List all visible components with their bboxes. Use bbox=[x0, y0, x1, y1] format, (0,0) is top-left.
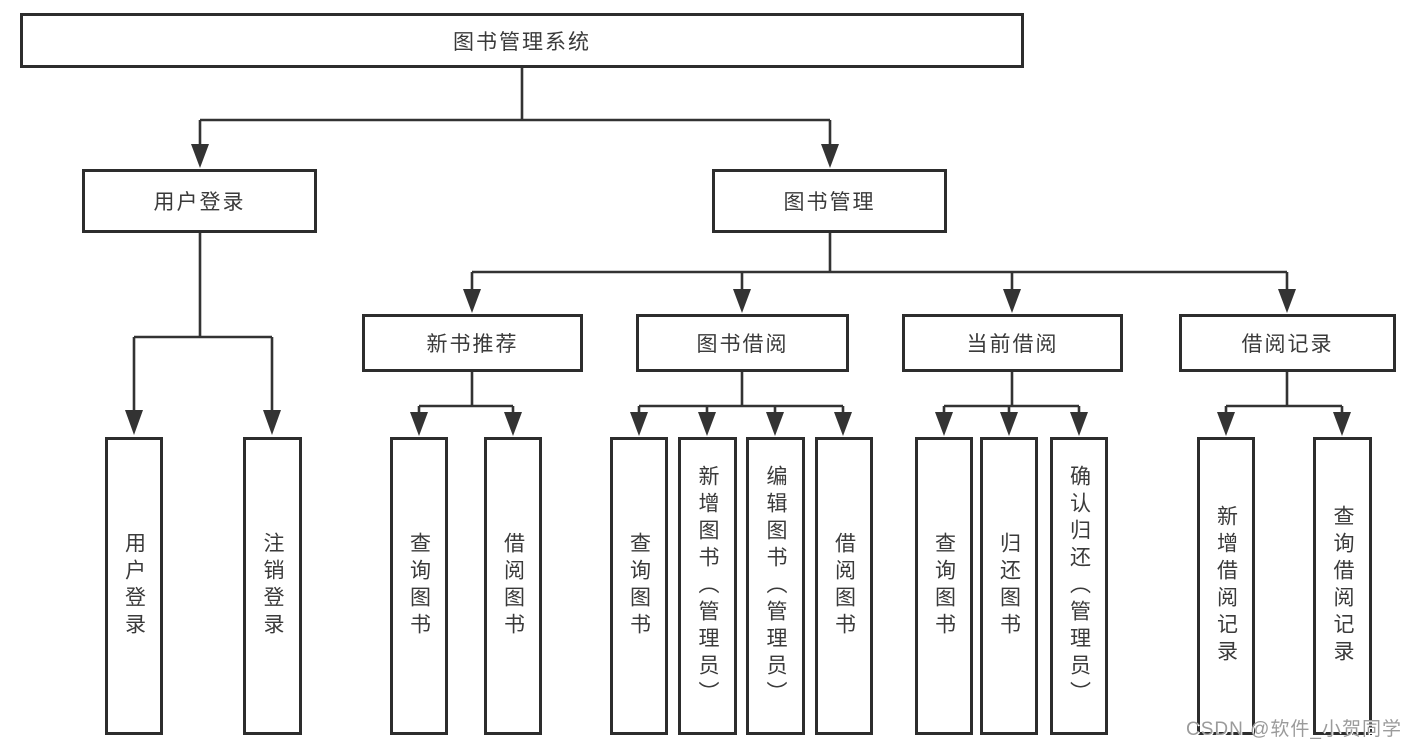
node-user-login-label: 用户登录 bbox=[153, 191, 246, 214]
node-new-book-rec-label: 新书推荐 bbox=[426, 333, 519, 356]
node-borrow-records-label: 借阅记录 bbox=[1241, 333, 1334, 356]
node-current-borrow-label: 当前借阅 bbox=[966, 333, 1059, 356]
node-cb-return-label: 归还图书 bbox=[997, 532, 1021, 640]
edge-book-mgmt-to-children bbox=[470, 232, 1289, 291]
node-user-login-action: 用户登录 bbox=[105, 437, 163, 735]
node-bb-borrow: 借阅图书 bbox=[815, 437, 873, 735]
node-cb-confirm-label: 确认归还（管理员） bbox=[1067, 464, 1091, 708]
node-new-book-rec: 新书推荐 bbox=[362, 314, 583, 372]
node-root-label: 图书管理系统 bbox=[453, 30, 591, 54]
node-br-add-label: 新增借阅记录 bbox=[1214, 505, 1238, 667]
node-cb-query: 查询图书 bbox=[915, 437, 973, 735]
node-bb-add-label: 新增图书（管理员） bbox=[696, 464, 719, 708]
node-logout-label: 注销登录 bbox=[261, 532, 284, 640]
node-nb-query: 查询图书 bbox=[390, 437, 448, 735]
arrowheads bbox=[125, 144, 1351, 436]
node-nb-borrow-label: 借阅图书 bbox=[501, 532, 525, 640]
node-book-mgmt-label: 图书管理 bbox=[783, 191, 876, 214]
node-bb-query: 查询图书 bbox=[610, 437, 668, 735]
node-bb-edit-label: 编辑图书（管理员） bbox=[764, 464, 787, 708]
node-br-query: 查询借阅记录 bbox=[1313, 437, 1372, 735]
node-nb-query-label: 查询图书 bbox=[407, 532, 431, 640]
node-root: 图书管理系统 bbox=[20, 13, 1024, 68]
node-bb-edit: 编辑图书（管理员） bbox=[746, 437, 805, 735]
node-bb-add: 新增图书（管理员） bbox=[678, 437, 737, 735]
node-br-add: 新增借阅记录 bbox=[1197, 437, 1255, 735]
node-nb-borrow: 借阅图书 bbox=[484, 437, 542, 735]
node-bb-borrow-label: 借阅图书 bbox=[832, 532, 856, 640]
edge-book-borrow-to-children bbox=[637, 372, 845, 414]
edge-new-book-rec-to-children bbox=[417, 372, 515, 414]
node-current-borrow: 当前借阅 bbox=[902, 314, 1123, 372]
node-cb-confirm: 确认归还（管理员） bbox=[1050, 437, 1108, 735]
node-cb-query-label: 查询图书 bbox=[932, 532, 956, 640]
edge-current-borrow-to-children bbox=[942, 372, 1081, 414]
node-user-login-action-label: 用户登录 bbox=[122, 532, 146, 640]
node-br-query-label: 查询借阅记录 bbox=[1331, 505, 1354, 667]
node-book-borrow: 图书借阅 bbox=[636, 314, 849, 372]
csdn-watermark: CSDN @软件_小贺同学 bbox=[1186, 719, 1402, 740]
node-bb-query-label: 查询图书 bbox=[627, 532, 651, 640]
edge-user-login-to-children bbox=[132, 233, 274, 412]
node-borrow-records: 借阅记录 bbox=[1179, 314, 1396, 372]
edge-root-to-level2 bbox=[198, 68, 832, 146]
edge-borrow-records-to-children bbox=[1224, 372, 1344, 414]
node-book-mgmt: 图书管理 bbox=[712, 169, 947, 233]
node-cb-return: 归还图书 bbox=[980, 437, 1038, 735]
node-book-borrow-label: 图书借阅 bbox=[696, 333, 789, 356]
node-logout: 注销登录 bbox=[243, 437, 302, 735]
node-user-login: 用户登录 bbox=[82, 169, 317, 233]
